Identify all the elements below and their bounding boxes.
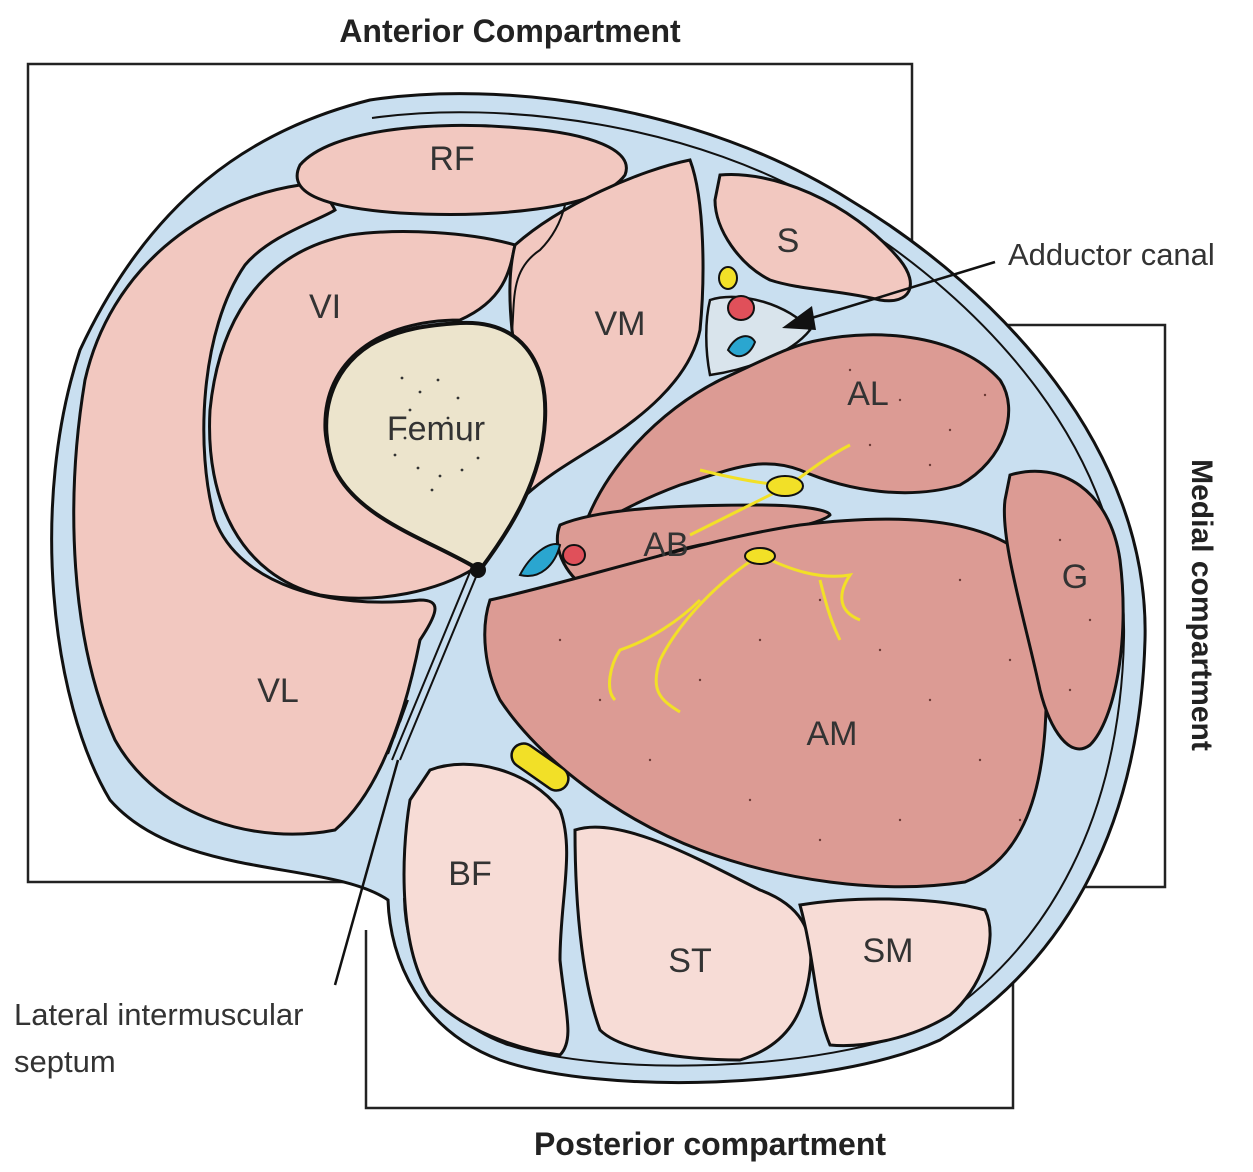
femoral-artery [728, 296, 754, 320]
g-label: G [1062, 558, 1088, 596]
rf-label: RF [429, 140, 474, 178]
lateral-septum-label-line2: septum [14, 1044, 116, 1079]
lateral-septum-label-line1: Lateral intermuscular [14, 997, 303, 1032]
linea-aspera-point [470, 562, 486, 578]
medial-compartment-title: Medial compartment [1185, 459, 1218, 751]
posterior-compartment-title: Posterior compartment [534, 1126, 886, 1162]
sm-label: SM [863, 932, 914, 970]
saphenous-nerve [719, 267, 737, 289]
s-label: S [777, 222, 800, 260]
al-label: AL [847, 375, 889, 413]
posterior-obturator-nerve [745, 548, 775, 564]
ab-label: AB [643, 526, 688, 564]
anterior-compartment-title: Anterior Compartment [339, 13, 681, 49]
am-label: AM [807, 715, 858, 753]
adductor-canal-label: Adductor canal [1008, 237, 1215, 272]
anterior-obturator-nerve [767, 476, 803, 496]
vl-label: VL [257, 672, 299, 710]
femur-label: Femur [387, 410, 485, 448]
vm-label: VM [595, 305, 646, 343]
bf-label: BF [448, 855, 491, 893]
st-label: ST [668, 942, 711, 980]
profunda-femoris-artery [563, 545, 585, 565]
vi-label: VI [309, 288, 341, 326]
